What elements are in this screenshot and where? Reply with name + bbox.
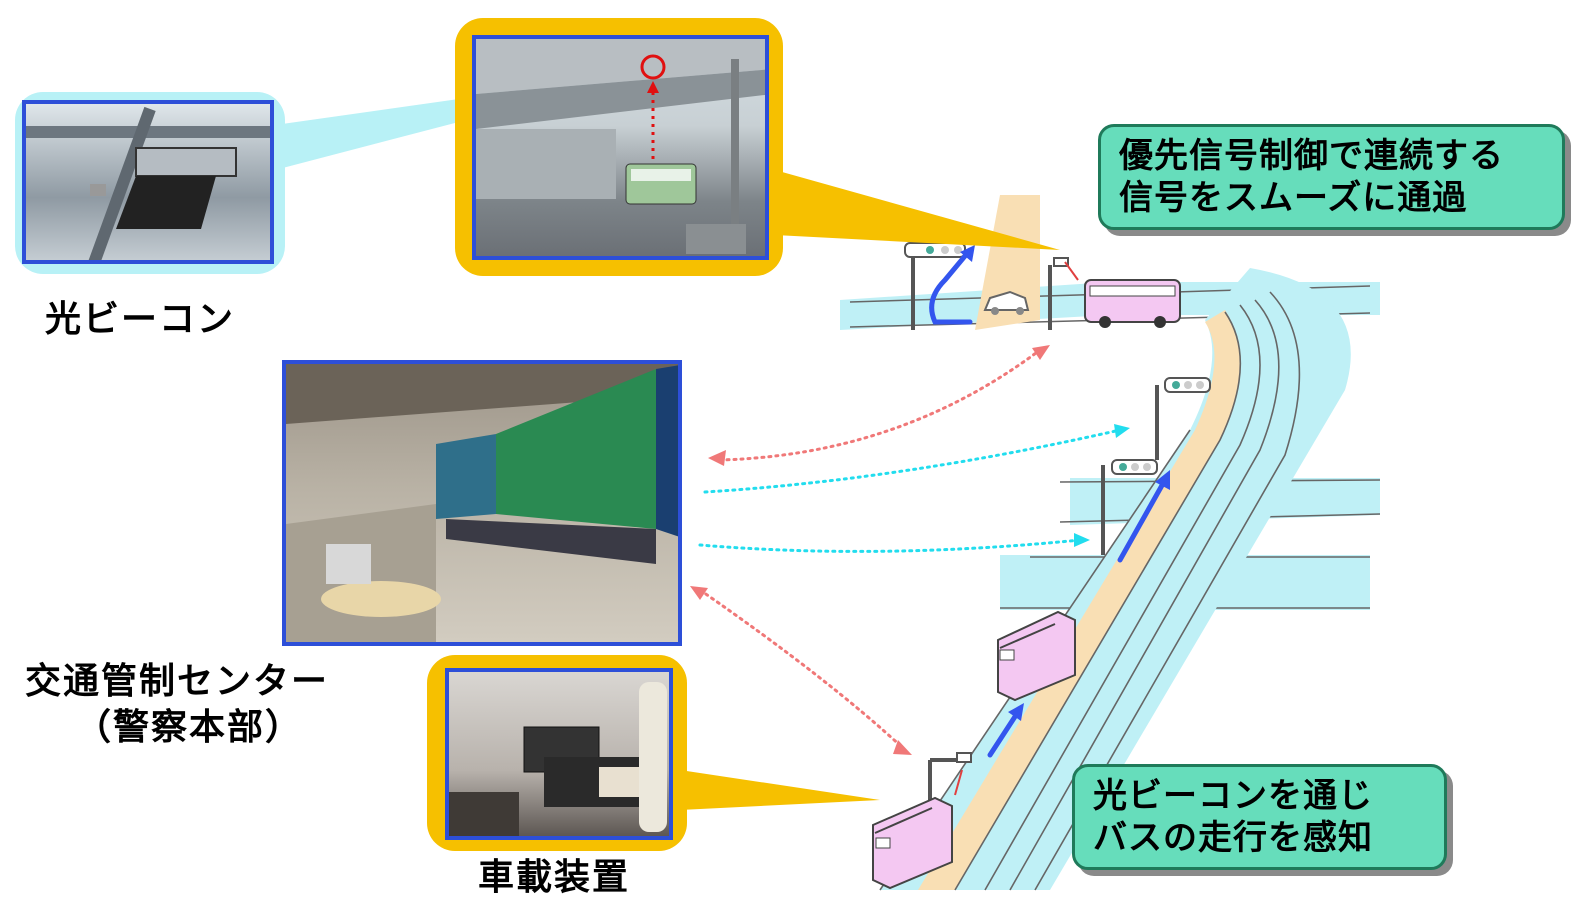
beacon-pole-top [1048,257,1069,330]
bus-middle [997,610,1076,702]
control-center-photo [282,360,682,646]
street-beam [775,170,1060,250]
traffic-signal-lower [1101,459,1158,555]
beacon-label: 光ビーコン [45,299,236,340]
street-photo [472,35,769,260]
traffic-signal-middle [1155,377,1211,460]
control-center-label-line2: （警察本部） [75,707,304,748]
onboard-beam [680,770,880,810]
priority-callout-line2: 信号をスムーズに通過 [1119,178,1468,218]
onboard-label: 車載装置 [478,857,631,898]
priority-signal-callout: 優先信号制御で連続する 信号をスムーズに通過 [1098,124,1565,230]
bus-bottom [872,796,953,890]
detection-callout-line2: バスの走行を感知 [1093,818,1373,858]
beacon-signal-arrows [954,261,1079,796]
bus-top [1084,279,1181,328]
priority-callout-line1: 優先信号制御で連続する [1119,136,1504,176]
beacon-pole-bottom [928,752,972,800]
route-arrows [929,245,1170,758]
bus-lane-top [975,195,1040,330]
car [983,290,1030,315]
control-center-label-line1: 交通管制センター [25,661,330,702]
comm-arrowheads [690,345,1130,755]
beacon-photo [22,100,274,264]
onboard-device-photo [445,668,673,840]
detection-callout: 光ビーコンを通じ バスの走行を感知 [1072,764,1447,870]
detection-callout-line1: 光ビーコンを通じ [1093,776,1373,816]
comm-arrows [698,348,1122,752]
